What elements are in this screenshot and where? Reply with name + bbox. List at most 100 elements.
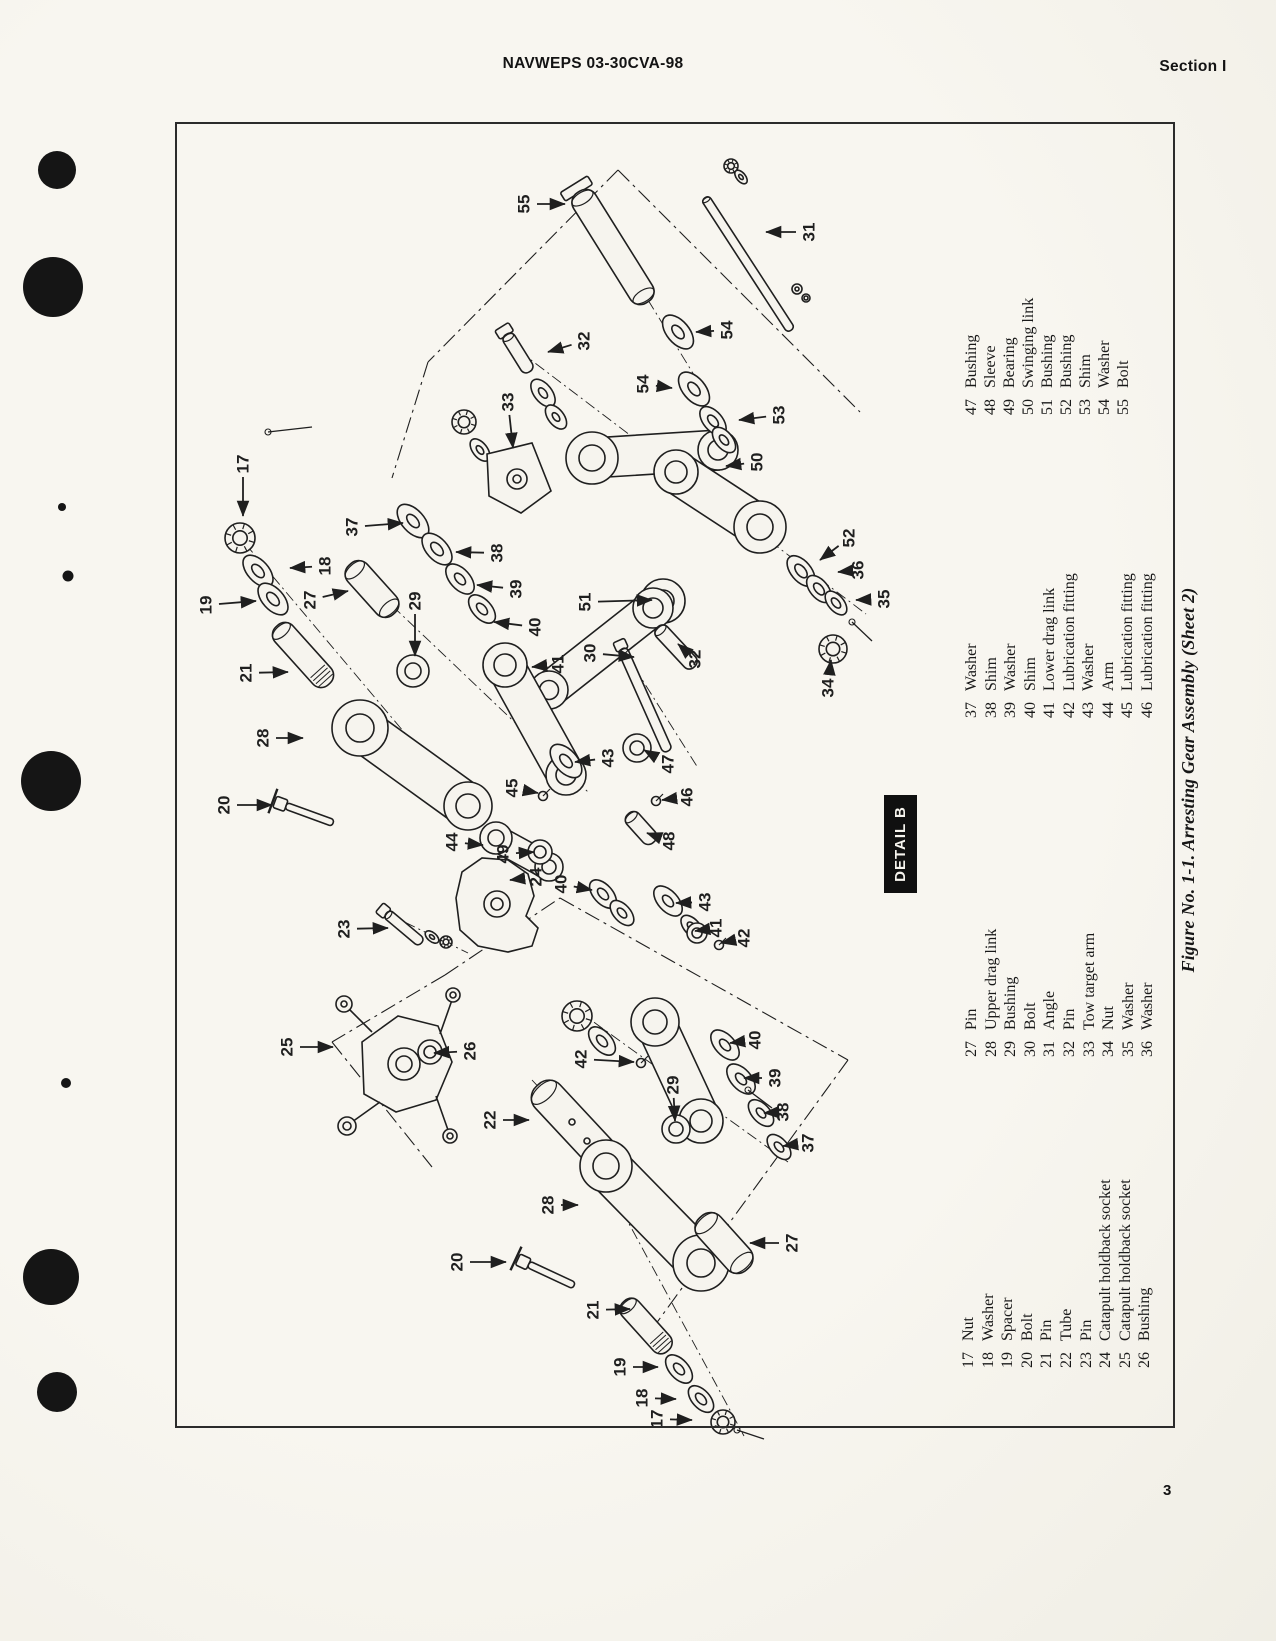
callout-number: 37 bbox=[343, 518, 362, 537]
figure-caption: Figure No. 1-1. Arresting Gear Assembly … bbox=[1178, 587, 1198, 973]
callout-number: 38 bbox=[774, 1103, 793, 1122]
callout-number: 40 bbox=[526, 618, 545, 637]
callout-number: 18 bbox=[633, 1389, 652, 1408]
callout-number: 36 bbox=[849, 561, 868, 580]
punch-mark bbox=[58, 503, 66, 511]
callout-number: 19 bbox=[611, 1358, 630, 1377]
callout-number: 29 bbox=[664, 1076, 683, 1095]
callout-number: 18 bbox=[316, 557, 335, 576]
punch-mark bbox=[62, 570, 74, 582]
callout-number: 20 bbox=[215, 796, 234, 815]
detail-b-label: DETAIL B bbox=[884, 795, 917, 893]
callout-number: 46 bbox=[678, 788, 697, 807]
exploded-parts bbox=[224, 158, 873, 1440]
callout-number: 37 bbox=[799, 1134, 818, 1153]
callout-number: 51 bbox=[576, 593, 595, 612]
callout-number: 38 bbox=[488, 544, 507, 563]
callout-number: 29 bbox=[406, 592, 425, 611]
callout-number: 39 bbox=[507, 580, 526, 599]
section-label: Section I bbox=[1159, 58, 1227, 75]
callout-number: 27 bbox=[783, 1234, 802, 1253]
callout-number: 49 bbox=[494, 845, 513, 864]
callout-number: 55 bbox=[515, 195, 534, 214]
callout-number: 42 bbox=[572, 1050, 591, 1069]
callout-number: 17 bbox=[648, 1410, 667, 1429]
callout-number: 27 bbox=[301, 591, 320, 610]
callout-number: 17 bbox=[234, 455, 253, 474]
callout-number: 43 bbox=[599, 749, 618, 768]
callout-number: 44 bbox=[443, 832, 462, 851]
figure-border bbox=[175, 122, 1175, 1428]
callout-number: 26 bbox=[461, 1042, 480, 1061]
callout-number: 19 bbox=[197, 596, 216, 615]
callout-number: 35 bbox=[875, 590, 894, 609]
callout-number: 39 bbox=[766, 1069, 785, 1088]
punch-mark bbox=[61, 1078, 71, 1088]
page-number: 3 bbox=[1163, 1482, 1172, 1499]
callout-number: 25 bbox=[278, 1038, 297, 1057]
punch-mark bbox=[21, 751, 81, 811]
callout-number: 52 bbox=[840, 529, 859, 548]
callout-number: 50 bbox=[748, 453, 767, 472]
document-number: NAVWEPS 03-30CVA-98 bbox=[502, 55, 684, 72]
punch-marks bbox=[21, 151, 83, 1412]
callout-number: 41 bbox=[549, 655, 568, 674]
punch-mark bbox=[23, 1249, 79, 1305]
callout-number: 33 bbox=[499, 393, 518, 412]
callout-number: 20 bbox=[448, 1253, 467, 1272]
callout-number: 45 bbox=[503, 779, 522, 798]
callout-number: 21 bbox=[584, 1301, 603, 1320]
callout-number: 32 bbox=[575, 332, 594, 351]
callout-number: 43 bbox=[696, 893, 715, 912]
callout-number: 24 bbox=[527, 867, 546, 886]
punch-mark bbox=[38, 151, 76, 189]
callout-number: 48 bbox=[660, 832, 679, 851]
callout-number: 22 bbox=[481, 1111, 500, 1130]
punch-mark bbox=[37, 1372, 77, 1412]
callout-number: 40 bbox=[552, 875, 571, 894]
callout-number: 30 bbox=[581, 644, 600, 663]
callout-number: 54 bbox=[718, 320, 737, 339]
callout-number: 32 bbox=[686, 650, 705, 669]
callout-number: 31 bbox=[800, 223, 819, 242]
callout-number: 42 bbox=[735, 929, 754, 948]
callout-number: 21 bbox=[237, 664, 256, 683]
